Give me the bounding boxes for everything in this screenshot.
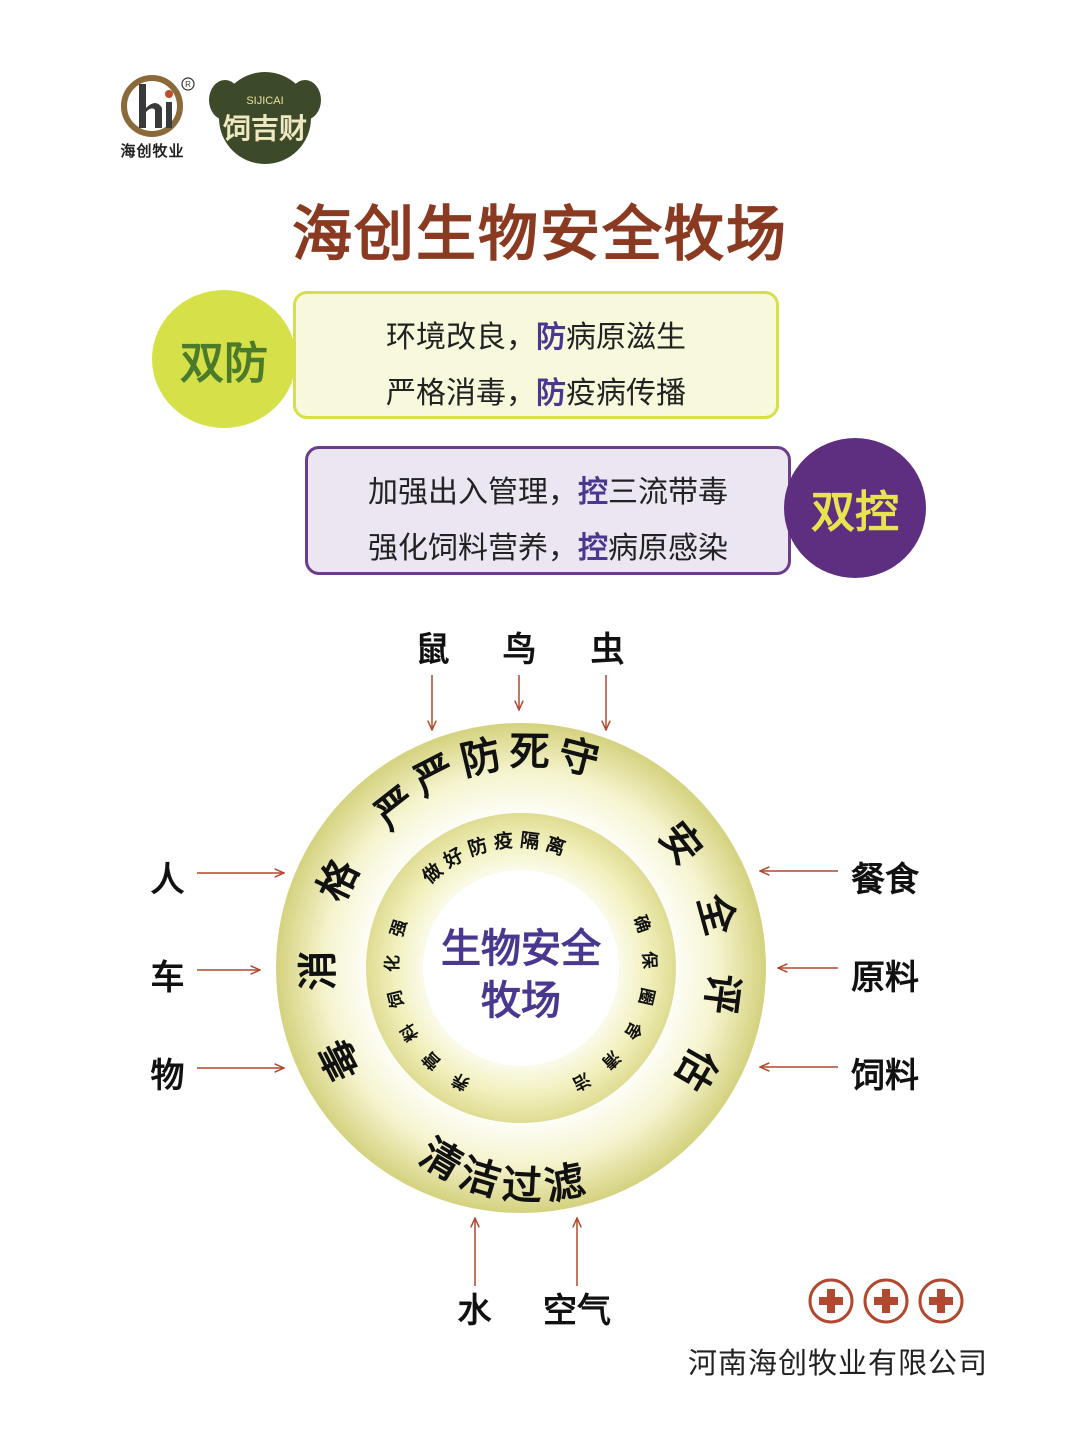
inner-right-char: 保 — [638, 950, 660, 970]
shuangkong-line-2: 强化饲料营养，控病原感染 — [308, 523, 788, 567]
company-name: 河南海创牧业有限公司 — [688, 1346, 989, 1380]
line-text: 强化饲料营养， — [368, 531, 578, 566]
page-title: 海创生物安全牧场 — [292, 200, 788, 270]
key-char: 控 — [578, 475, 608, 510]
center-text-line2: 牧场 — [481, 978, 561, 1024]
source-goods: 物 — [150, 1056, 185, 1096]
shuangfang-line-1: 环境改良，防病原滋生 — [296, 312, 776, 356]
line-text: 环境改良， — [386, 320, 536, 355]
key-char: 防 — [536, 376, 566, 411]
shuangkong-line-1: 加强出入管理，控三流带毒 — [308, 467, 788, 511]
cross-icons — [808, 1278, 964, 1324]
svg-text:R: R — [185, 80, 191, 89]
shuangkong-badge: 双控 — [784, 438, 926, 578]
shuangfang-badge: 双防 — [152, 290, 296, 428]
line-text: 病原滋生 — [566, 320, 686, 355]
cross-icon — [863, 1278, 909, 1324]
line-text: 加强出入管理， — [368, 475, 578, 510]
source-rat: 鼠 — [415, 630, 450, 670]
source-raw-material: 原料 — [851, 958, 919, 998]
inner-left-char: 强 — [387, 917, 411, 939]
shuangfang-line-2: 严格消毒，防疫病传播 — [296, 368, 776, 412]
key-char: 防 — [536, 320, 566, 355]
line-text: 严格消毒， — [386, 376, 536, 411]
line-text: 病原感染 — [608, 531, 728, 566]
inner-right-char: 确 — [629, 912, 655, 935]
shuangfang-box: 环境改良，防病原滋生 严格消毒，防疫病传播 — [293, 291, 779, 419]
cross-icon — [918, 1278, 964, 1324]
line-text: 疫病传播 — [566, 376, 686, 411]
cross-icon — [808, 1278, 854, 1324]
source-vehicle: 车 — [150, 958, 185, 998]
source-water: 水 — [457, 1291, 492, 1331]
shuangkong-box: 加强出入管理，控三流带毒 强化饲料营养，控病原感染 — [305, 446, 791, 575]
source-food: 餐食 — [851, 860, 919, 900]
inner-left-char: 饲 — [384, 988, 409, 1011]
haichuang-logo: R — [121, 75, 195, 137]
sijicai-name: 饲吉财 — [222, 112, 307, 145]
sijicai-logo: SIJICAI 饲吉财 — [209, 72, 321, 164]
center-disc — [423, 870, 619, 1066]
source-insect: 虫 — [590, 630, 625, 670]
source-air: 空气 — [543, 1291, 611, 1331]
source-bird: 鸟 — [502, 630, 537, 670]
source-person: 人 — [150, 860, 185, 900]
key-char: 控 — [578, 531, 608, 566]
center-text-line1: 生物安全 — [441, 926, 602, 972]
outer-left-char: 消 — [296, 950, 342, 991]
inner-right-char: 圈 — [634, 986, 657, 1007]
source-feed: 饲料 — [851, 1056, 919, 1096]
haichuang-caption: 海创牧业 — [120, 142, 185, 160]
inner-left-char: 化 — [382, 955, 404, 973]
sijicai-latin: SIJICAI — [246, 95, 283, 107]
outer-right-char: 评 — [696, 971, 747, 1017]
line-text: 三流带毒 — [608, 475, 728, 510]
